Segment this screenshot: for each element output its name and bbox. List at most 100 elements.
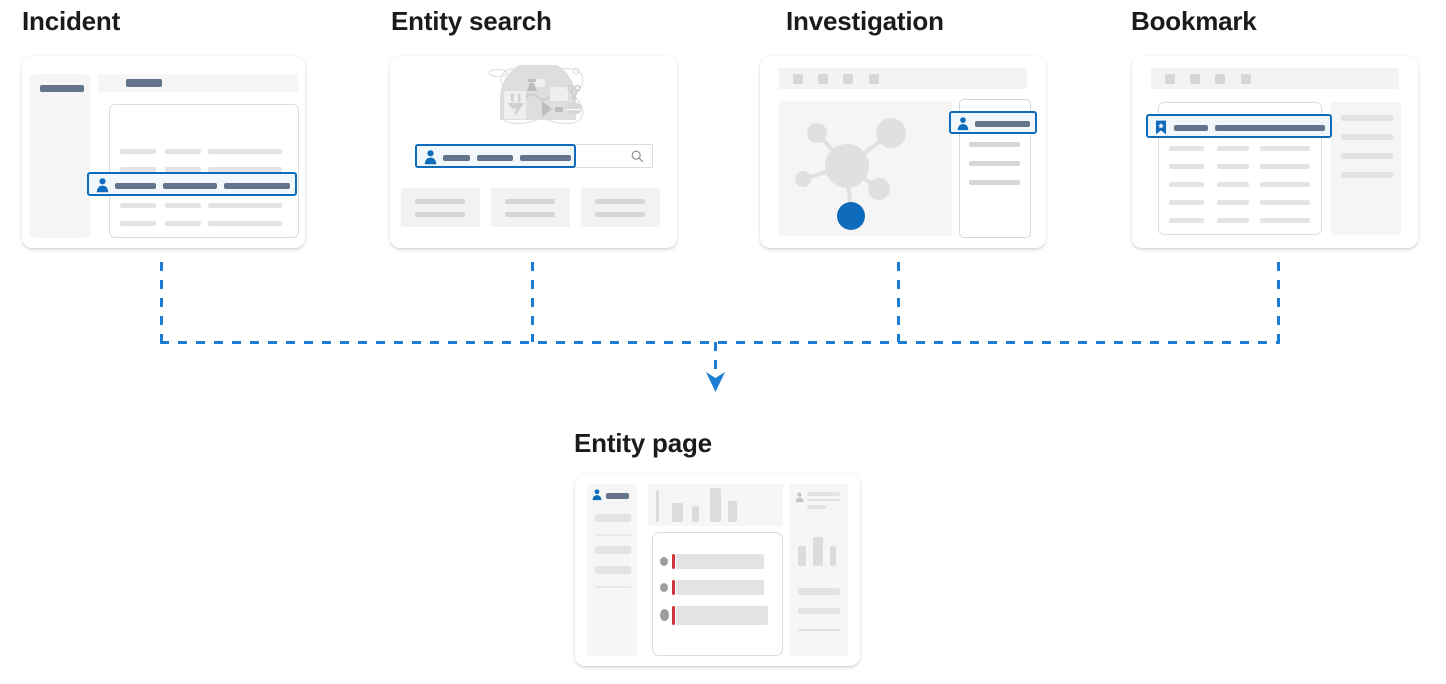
table-cell [1217,200,1249,205]
nav-row[interactable] [595,546,631,554]
table-cell [120,167,156,172]
search-illustration [478,60,598,127]
highlighted-bookmark-row[interactable] [1146,114,1332,138]
alert-title-bar [676,580,764,595]
table-cell [1260,164,1310,169]
chart-bar [656,490,659,522]
incident-sidebar [30,74,90,238]
tile-line [505,199,555,204]
table-cell [120,203,156,208]
entity-page-right-panel [790,484,848,656]
highlighted-entity-panel-header[interactable] [949,111,1037,134]
person-icon [96,178,109,193]
toolbar-button[interactable] [818,74,828,84]
person-icon [592,489,602,501]
bookmark-right-panel [1331,102,1401,235]
table-cell [165,167,201,172]
nav-row[interactable] [595,566,631,574]
suggestion-segment [477,155,513,161]
table-cell [1217,164,1249,169]
table-cell [1169,164,1204,169]
bookmark-toolbar [1151,68,1399,89]
panel-header-label [975,121,1030,127]
entity-name-bar [606,493,629,499]
panel-line [969,180,1020,185]
chart-bar [710,488,721,522]
entity-page-bar-chart [648,484,783,526]
toolbar-button[interactable] [1165,74,1175,84]
panel-line [807,505,826,509]
page-title-bookmark: Bookmark [1131,6,1257,36]
incident-command-bar [98,74,298,92]
table-cell [1260,146,1310,151]
table-cell [1169,146,1204,151]
search-icon [631,150,644,163]
down-arrow-icon [706,372,725,392]
table-cell [165,149,201,154]
card-incident[interactable] [22,56,305,248]
panel-line [1341,115,1393,121]
severity-dot [660,557,668,566]
toolbar-button[interactable] [869,74,879,84]
investigation-graph[interactable] [779,101,952,236]
page-title-entity-search: Entity search [391,6,552,36]
table-cell [1217,182,1249,187]
severity-stripe [672,554,675,569]
bookmark-icon [1155,120,1167,135]
toolbar-button[interactable] [1241,74,1251,84]
chart-bar [692,506,699,522]
toolbar-button[interactable] [793,74,803,84]
toolbar-button[interactable] [1190,74,1200,84]
table-cell [1169,182,1204,187]
entity-page-left-nav [587,484,637,656]
table-cell [1217,146,1249,151]
highlighted-entity-suggestion[interactable] [415,144,576,168]
panel-line [1341,153,1393,159]
panel-line [969,161,1020,166]
alert-title-bar [676,554,764,569]
panel-line [1341,172,1393,178]
result-tile[interactable] [401,188,480,227]
row-segment [1174,125,1208,131]
row-segment [163,183,217,189]
highlighted-entity-row-incident[interactable] [87,172,297,196]
chart-bar [728,501,737,522]
table-cell [208,149,282,154]
severity-dot [660,583,668,592]
severity-stripe [672,606,675,625]
table-cell [208,203,282,208]
table-cell [1260,182,1310,187]
tile-line [415,212,465,217]
person-icon [424,150,437,165]
table-cell [1260,200,1310,205]
result-tile[interactable] [491,188,570,227]
tile-line [595,212,645,217]
card-entity-search[interactable] [390,56,677,248]
table-cell [1169,218,1204,223]
card-entity-page[interactable] [575,474,860,666]
panel-chart-bar [798,546,806,566]
page-title-entity-page: Entity page [574,428,712,458]
person-icon [795,492,804,503]
row-segment [1215,125,1325,131]
table-cell [1260,218,1310,223]
table-cell [1217,218,1249,223]
card-investigation[interactable] [760,56,1046,248]
table-cell [1169,200,1204,205]
panel-line [807,499,840,501]
page-title-incident: Incident [22,6,121,36]
panel-divider [798,629,840,631]
toolbar-button[interactable] [843,74,853,84]
panel-row [798,608,840,614]
panel-row [798,588,840,595]
nav-divider [595,534,631,536]
entity-page-alert-list [652,532,783,656]
panel-line [1341,134,1393,140]
investigation-toolbar [779,68,1027,89]
result-tile[interactable] [581,188,660,227]
nav-row[interactable] [595,514,631,522]
tile-line [415,199,465,204]
card-bookmark[interactable] [1132,56,1418,248]
toolbar-button[interactable] [1215,74,1225,84]
